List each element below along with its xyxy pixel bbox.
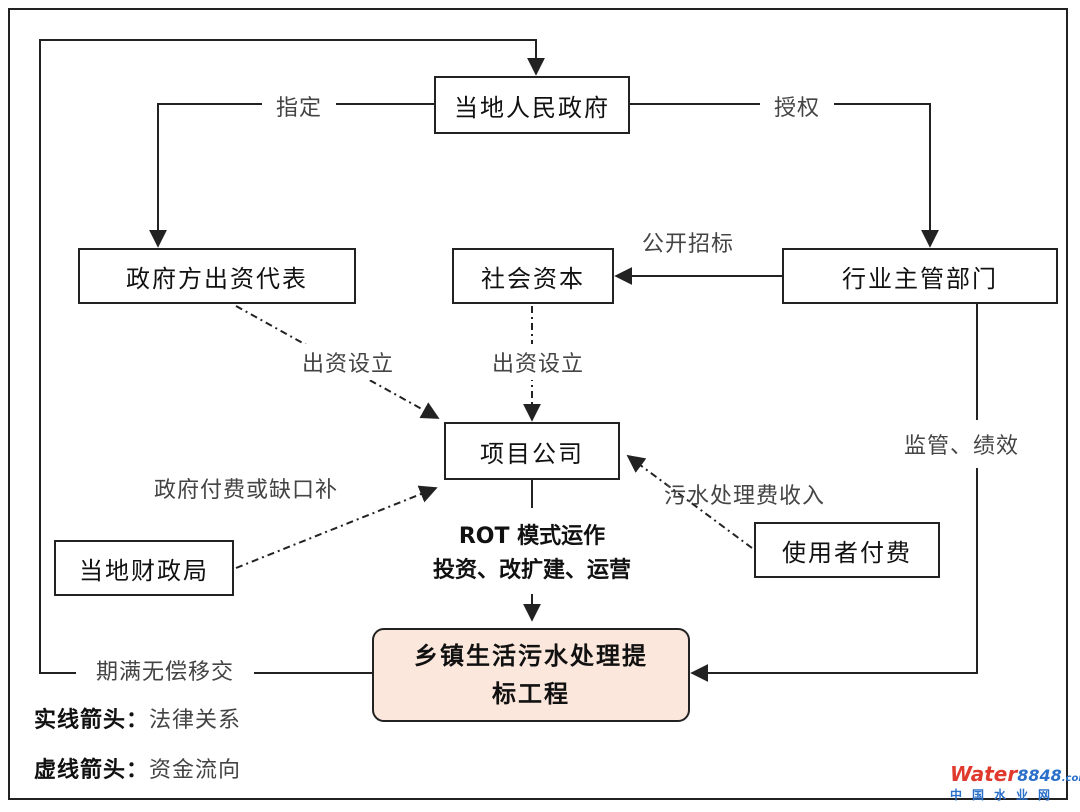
legend-solid-key: 实线箭头： xyxy=(34,708,150,733)
finance-bureau-box: 当地财政局 xyxy=(54,540,234,596)
legend-solid-value: 法律关系 xyxy=(149,708,242,733)
industry-authority-box: 行业主管部门 xyxy=(782,248,1058,304)
watermark-brand-word: Water xyxy=(950,762,1018,786)
diagram-frame xyxy=(8,8,1068,800)
authorize-arrow xyxy=(630,103,939,248)
open-tender-label: 公开招标 xyxy=(642,232,735,257)
designate-arrow xyxy=(149,103,434,248)
transfer-label: 期满无偿移交 xyxy=(76,650,255,690)
user-payment-box: 使用者付费 xyxy=(754,522,940,578)
gov-rep-fund-arrow xyxy=(235,305,440,419)
legend-dashed: 虚线箭头：资金流向 xyxy=(34,752,241,784)
legend-solid: 实线箭头：法律关系 xyxy=(34,702,241,734)
invest-setup-label-right: 出资设立 xyxy=(488,344,589,380)
project-company-box: 项目公司 xyxy=(444,422,620,480)
supervise-label: 监管、绩效 xyxy=(904,420,1020,468)
authorize-label: 授权 xyxy=(760,90,835,122)
finance-fund-arrow xyxy=(235,485,438,569)
rot-operation-label: ROT 模式运作 投资、改扩建、运营 xyxy=(392,520,672,588)
legend-dashed-key: 虚线箭头： xyxy=(34,758,150,783)
sewage-income-label: 污水处理费收入 xyxy=(664,484,826,509)
rot-scope-text: 投资、改扩建、运营 xyxy=(432,558,631,583)
designate-label: 指定 xyxy=(262,90,337,122)
invest-setup-label-left: 出资设立 xyxy=(298,344,399,380)
local-government-box: 当地人民政府 xyxy=(434,76,630,134)
final-project-box: 乡镇生活污水处理提标工程 xyxy=(372,628,690,722)
legend-dashed-value: 资金流向 xyxy=(149,758,242,783)
gov-investor-rep-box: 政府方出资代表 xyxy=(78,248,356,304)
watermark-brand-num: 8848 xyxy=(1017,766,1062,785)
watermark-brand-suffix: .com xyxy=(1061,773,1080,784)
watermark-brand-cn: 中国水业网 xyxy=(950,788,1061,802)
rot-mode-text: ROT 模式运作 xyxy=(458,524,606,549)
gov-payment-label: 政府付费或缺口补 xyxy=(154,478,339,503)
watermark-logo: Water8848.com 中国水业网 xyxy=(950,762,1080,803)
social-capital-box: 社会资本 xyxy=(452,248,614,304)
